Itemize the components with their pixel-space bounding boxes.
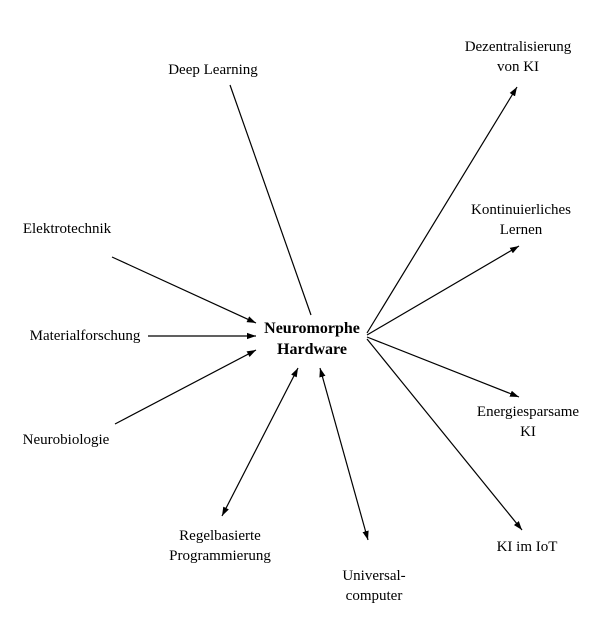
node-energie-line2: KI bbox=[520, 424, 536, 440]
node-regelbasiert-line1: Regelbasierte bbox=[179, 528, 261, 544]
node-kontinuierlich-line2: Lernen bbox=[499, 222, 543, 238]
center-title-line1: Neuromorphe bbox=[264, 320, 360, 337]
node-universal-line2: computer bbox=[345, 588, 403, 604]
node-materialforschung-label: Materialforschung bbox=[29, 328, 141, 344]
node-energie: Energiesparsame KI bbox=[477, 402, 579, 442]
node-neurobiologie: Neurobiologie bbox=[23, 430, 110, 450]
node-universal-line1: Universal- bbox=[342, 568, 406, 584]
center-title-line2: Hardware bbox=[277, 341, 347, 358]
node-kontinuierlich: Kontinuierliches Lernen bbox=[471, 200, 571, 240]
node-regelbasiert-line2: Programmierung bbox=[169, 548, 271, 564]
edge-center-to-iot bbox=[366, 338, 523, 531]
node-materialforschung: Materialforschung bbox=[30, 326, 141, 346]
edge-center-to-kontinuierlich bbox=[366, 245, 520, 336]
node-deep-learning: Deep Learning bbox=[168, 60, 258, 80]
node-dezentral: Dezentralisierung von KI bbox=[465, 37, 572, 77]
center-node: Neuromorphe Hardware bbox=[264, 318, 360, 360]
edge-deep-learning-to-center bbox=[229, 84, 312, 316]
edge-neurobiologie-to-center bbox=[114, 349, 257, 425]
node-energie-line1: Energiesparsame bbox=[476, 404, 580, 420]
node-iot-label: KI im IoT bbox=[496, 539, 558, 555]
edge-universal-bidirectional bbox=[319, 367, 369, 541]
node-kontinuierlich-line1: Kontinuierliches bbox=[471, 202, 571, 218]
node-neurobiologie-label: Neurobiologie bbox=[22, 432, 110, 448]
edge-center-to-energie bbox=[366, 336, 520, 398]
edge-center-to-dezentral bbox=[366, 86, 518, 334]
node-universal: Universal- computer bbox=[342, 566, 405, 606]
edge-elektrotechnik-to-center bbox=[111, 256, 257, 324]
edge-regelbasiert-bidirectional bbox=[221, 367, 299, 517]
node-dezentral-line1: Dezentralisierung bbox=[464, 39, 572, 55]
node-deep-learning-label: Deep Learning bbox=[168, 62, 258, 78]
node-regelbasiert: Regelbasierte Programmierung bbox=[169, 526, 271, 566]
node-elektrotechnik: Elektrotechnik bbox=[23, 219, 111, 239]
node-iot: KI im IoT bbox=[497, 537, 558, 557]
node-dezentral-line2: von KI bbox=[496, 59, 540, 75]
node-elektrotechnik-label: Elektrotechnik bbox=[22, 221, 112, 237]
